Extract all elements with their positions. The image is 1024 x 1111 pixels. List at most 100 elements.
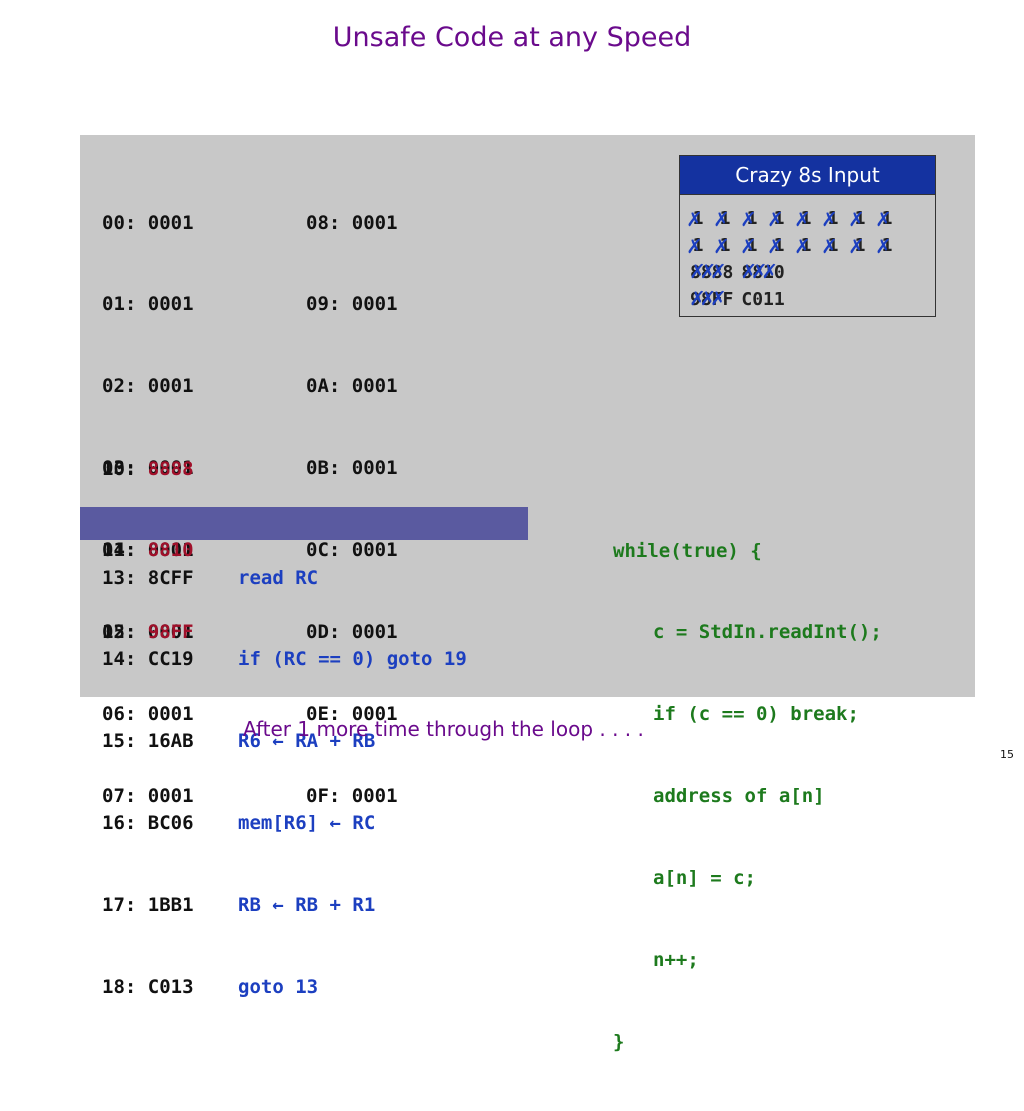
crossed-input-value: 1✗ <box>876 204 893 232</box>
cross-mark-icon: ✗ <box>849 204 864 232</box>
crossed-input-value: 1✗ <box>849 231 866 259</box>
cross-mark-icon: ✗ <box>714 204 729 232</box>
memory-row: 0B: 0001 <box>306 457 398 480</box>
data-value: 8810 <box>147 539 194 562</box>
java-code-block: while(true) { c = StdIn.readInt(); if (c… <box>613 483 882 1111</box>
memory-row: 02: 0001 <box>102 375 194 398</box>
cross-mark-icon: ✗ <box>876 231 891 259</box>
slide-title: Unsafe Code at any Speed <box>332 22 692 53</box>
crossed-input-value: 1✗ <box>822 204 839 232</box>
data-address: 12: <box>102 621 148 644</box>
data-address: 11: <box>102 539 148 562</box>
page-number: 15 <box>1000 748 1014 761</box>
memory-row: 0E: 0001 <box>306 702 398 725</box>
input-row-crossed: 1✗ 1✗ 1✗ 1✗ 1✗ 1✗ 1✗ 1✗ <box>687 204 935 232</box>
cross-mark-icon: ✗ <box>768 231 783 259</box>
memory-row: 00: 0001 <box>102 211 194 234</box>
memory-row: 01: 0001 <box>102 293 194 316</box>
crossed-input-value: 1✗ <box>795 204 812 232</box>
java-line: a[n] = c; <box>653 867 756 890</box>
slide-caption: After 1 more time through the loop . . .… <box>243 717 644 741</box>
data-address: 10: <box>102 457 148 480</box>
crazy-8s-input-box: Crazy 8s Input 1✗ 1✗ 1✗ 1✗ 1✗ 1✗ 1✗ 1✗ 1… <box>679 155 936 317</box>
data-row: 12: 98FF <box>102 619 194 646</box>
crossed-input-value: 1✗ <box>876 231 893 259</box>
current-instruction-highlight <box>80 507 528 540</box>
crossed-input-value: 1✗ <box>687 231 704 259</box>
memory-row: 03: 0001 <box>102 457 194 480</box>
instruction-list: 13: 8CFF read RC 14: CC19 if (RC == 0) got… <box>102 510 467 1056</box>
cross-mark-icon: ✗ <box>741 231 756 259</box>
instruction-code: read RC <box>238 566 319 589</box>
cross-mark-icon: ✗ <box>795 231 810 259</box>
java-line: c = StdIn.readInt(); <box>653 621 882 644</box>
crossed-input-value: 1✗ <box>687 204 704 232</box>
cross-mark-icon: ✗ <box>714 231 729 259</box>
input-row-crossed: 1✗ 1✗ 1✗ 1✗ 1✗ 1✗ 1✗ 1✗ <box>687 231 935 259</box>
crossed-input-value: 1✗ <box>714 204 731 232</box>
cross-mark-icon: ✗ <box>822 231 837 259</box>
cross-mark-icon: ✗ <box>687 231 702 259</box>
cross-mark-icon: ✗✗✗ <box>741 256 776 284</box>
cross-mark-icon: ✗ <box>768 204 783 232</box>
instruction-code: mem[R6] ← RC <box>238 812 376 835</box>
data-value: 8888 <box>147 457 194 480</box>
crossed-input-value: 1✗ <box>768 231 785 259</box>
crossed-input-value: 1✗ <box>795 231 812 259</box>
java-line: } <box>613 1030 625 1053</box>
memory-row: 08: 0001 <box>306 211 398 234</box>
instruction-address: 14: CC19 <box>102 648 194 671</box>
instruction-address: 18: C013 <box>102 976 194 999</box>
cross-mark-icon: ✗ <box>876 204 891 232</box>
cross-mark-icon: ✗ <box>741 204 756 232</box>
instruction-code: if (RC == 0) goto 19 <box>238 648 467 671</box>
crossed-input-value: 1✗ <box>822 231 839 259</box>
data-value: 98FF <box>147 621 194 644</box>
java-line: n++; <box>653 949 699 972</box>
instruction-row: 16: BC06 mem[R6] ← RC <box>102 810 467 837</box>
crossed-input-value: 1✗ <box>714 231 731 259</box>
instruction-row: 13: 8CFF read RC <box>102 565 467 592</box>
memory-row: 06: 0001 <box>102 702 194 725</box>
memory-row: 0A: 0001 <box>306 375 398 398</box>
data-rows: 10: 8888 11: 8810 12: 98FF <box>102 401 194 701</box>
instruction-row: 18: C013 goto 13 <box>102 974 467 1001</box>
memory-row: 0C: 0001 <box>306 539 398 562</box>
data-row: 11: 8810 <box>102 537 194 564</box>
instruction-row: 17: 1BB1 RB ← RB + R1 <box>102 892 467 919</box>
crossed-input-value: 1✗ <box>741 231 758 259</box>
instruction-address: 15: 16AB <box>102 730 194 753</box>
memory-row: 09: 0001 <box>306 293 398 316</box>
data-row: 10: 8888 <box>102 456 194 483</box>
code-panel: 00: 0001 01: 0001 02: 0001 03: 0001 04: … <box>80 135 975 1053</box>
java-line: address of a[n] <box>653 785 825 808</box>
crossed-input-value: 1✗ <box>849 204 866 232</box>
memory-row: 05: 0001 <box>102 621 194 644</box>
input-box-header: Crazy 8s Input <box>680 156 935 195</box>
input-row: 98FF✗✗✗ C011 <box>690 283 935 313</box>
crossed-input-value: 98FF✗✗✗ <box>690 283 734 311</box>
instruction-code: goto 13 <box>238 976 319 999</box>
instruction-address: 16: BC06 <box>102 812 194 835</box>
cross-mark-icon: ✗ <box>687 204 702 232</box>
cross-mark-icon: ✗✗✗ <box>690 256 725 284</box>
crossed-input-value: 8810✗✗✗ <box>741 256 785 284</box>
memory-row: 0D: 0001 <box>306 621 398 644</box>
instruction-row: 14: CC19 if (RC == 0) goto 19 <box>102 646 467 673</box>
instruction-row: 15: 16AB R6 ← RA + RB <box>102 728 467 755</box>
input-row-crossed: 8888✗✗✗ 8810✗✗✗ <box>690 256 935 286</box>
instruction-address: 13: 8CFF <box>102 566 194 589</box>
crossed-input-value: 1✗ <box>741 204 758 232</box>
java-line: if (c == 0) break; <box>653 703 859 726</box>
instruction-code: R6 ← RA + RB <box>238 730 376 753</box>
instruction-code: RB ← RB + R1 <box>238 894 376 917</box>
memory-row: 04: 0001 <box>102 539 194 562</box>
crossed-input-value: 1✗ <box>768 204 785 232</box>
cross-mark-icon: ✗ <box>795 204 810 232</box>
pending-input-value: C011 <box>741 289 785 310</box>
crossed-input-value: 8888✗✗✗ <box>690 256 734 284</box>
cross-mark-icon: ✗✗✗ <box>690 283 725 311</box>
input-box-body: 1✗ 1✗ 1✗ 1✗ 1✗ 1✗ 1✗ 1✗ 1✗ 1✗ 1✗ 1✗ 1✗ 1… <box>680 195 935 313</box>
cross-mark-icon: ✗ <box>849 231 864 259</box>
instruction-address: 17: 1BB1 <box>102 894 194 917</box>
